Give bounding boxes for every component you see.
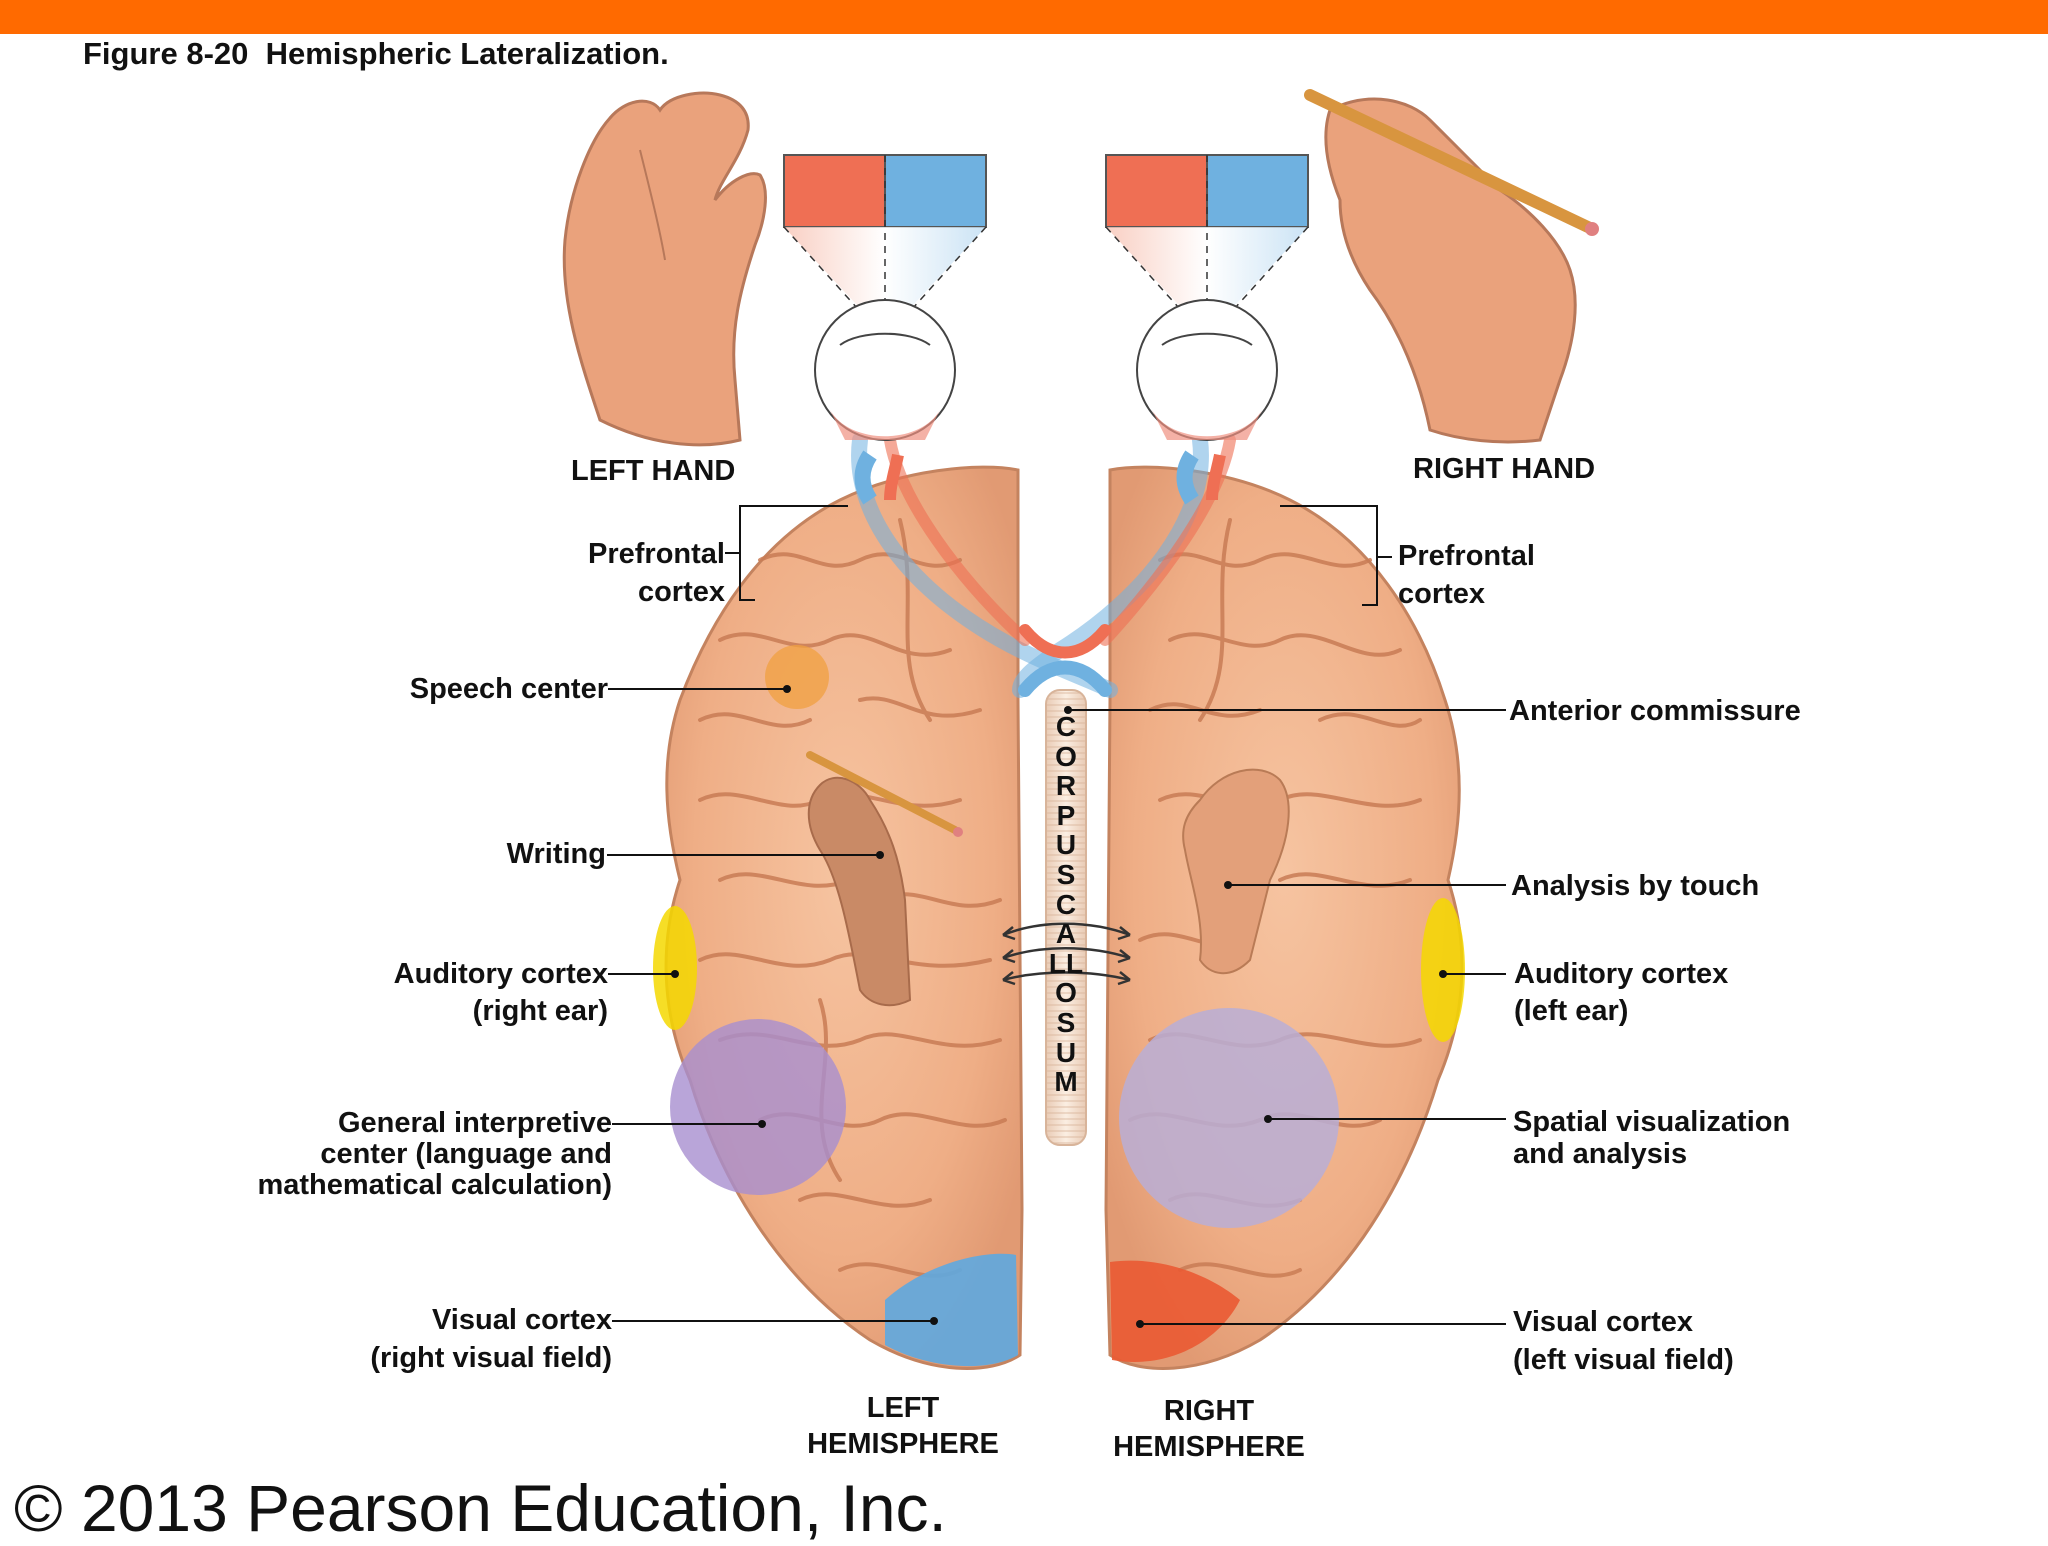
leader-dots-left	[671, 685, 938, 1325]
visual-cortex-right-label: Visual cortex (left visual field)	[1513, 1306, 1734, 1376]
right-field-blue	[1206, 154, 1309, 228]
figure-title: Figure 8-20 Hemispheric Lateralization.	[83, 36, 669, 71]
writing-hand-icon	[806, 751, 963, 1007]
left-visual-field	[783, 154, 987, 505]
right-field-red	[1105, 154, 1208, 228]
spatial-area	[1119, 1008, 1339, 1228]
right-hand-label: RIGHT HAND	[1413, 453, 1596, 485]
left-hand-label: LEFT HAND	[571, 455, 736, 487]
corpus-callosum-label: CORPUSCALLOSUM	[1048, 711, 1084, 1098]
left-hand-illustration	[562, 91, 767, 447]
interpretive-center-area	[670, 1019, 846, 1195]
visual-cortex-right-area	[1110, 1260, 1240, 1362]
copyright-notice: © 2013 Pearson Education, Inc.	[14, 1471, 947, 1545]
writing-label: Writing	[506, 838, 606, 870]
callosum-arrows	[1002, 922, 1131, 986]
visual-cortex-left-area	[885, 1253, 1018, 1367]
prefrontal-label-left: Prefrontal cortex	[588, 538, 725, 608]
right-hemisphere-label: RIGHT HEMISPHERE	[1113, 1395, 1305, 1463]
auditory-area-left	[653, 906, 697, 1030]
leader-dots-right	[1064, 706, 1447, 1328]
leader-lines-left	[607, 688, 934, 1322]
general-interpretive-label: General interpretive center (language an…	[257, 1107, 612, 1201]
auditory-cortex-right-label: Auditory cortex (left ear)	[1514, 958, 1729, 1027]
speech-center-label: Speech center	[409, 673, 608, 705]
analysis-by-touch-label: Analysis by touch	[1511, 870, 1760, 902]
right-visual-field	[1105, 154, 1309, 505]
right-hand-illustration	[1304, 89, 1599, 444]
auditory-cortex-left-label: Auditory cortex (right ear)	[393, 958, 608, 1027]
prefrontal-brackets	[725, 505, 1392, 606]
left-hemisphere-label: LEFT HEMISPHERE	[807, 1392, 999, 1460]
leader-lines-right	[1068, 709, 1506, 1325]
anterior-commissure-label: Anterior commissure	[1509, 695, 1801, 727]
speech-center-area	[765, 645, 829, 709]
touch-hand-icon	[1182, 768, 1290, 975]
spatial-visualization-label: Spatial visualization and analysis	[1513, 1106, 1791, 1170]
visual-cortex-left-label: Visual cortex (right visual field)	[370, 1304, 612, 1374]
prefrontal-label-right: Prefrontal cortex	[1398, 540, 1535, 610]
left-field-red	[783, 154, 886, 228]
header-bar	[0, 0, 2048, 34]
left-field-blue	[884, 154, 987, 228]
